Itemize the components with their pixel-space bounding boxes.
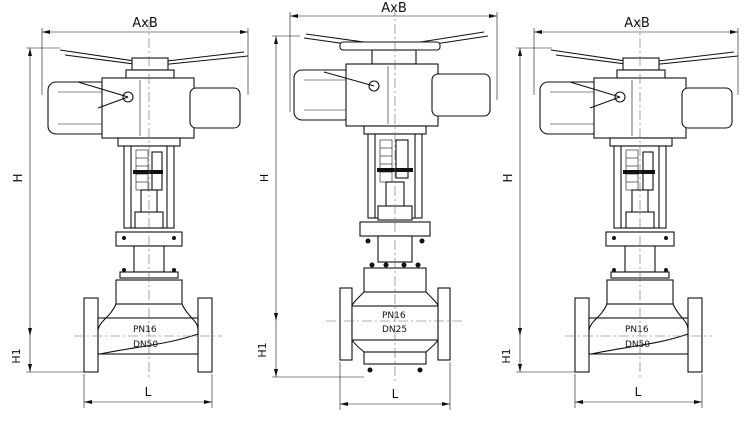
base-height-label: H1 (10, 348, 23, 363)
valve-left: AxB (10, 16, 249, 408)
height-dimension: H (258, 35, 300, 321)
width-dimension: AxB (41, 16, 249, 95)
pressure-mark: PN16 (382, 311, 406, 321)
length-label: L (145, 385, 152, 399)
length-dimension: L (574, 374, 703, 408)
valve-center: AxB (256, 1, 498, 410)
base-height-label: H1 (500, 348, 513, 363)
pressure-mark: PN16 (133, 325, 157, 335)
handwheel (59, 49, 249, 81)
size-mark: DN25 (382, 325, 407, 335)
width-label: AxB (381, 1, 407, 16)
height-dimension: H (501, 47, 552, 336)
height-label: H (501, 173, 515, 182)
handwheel (303, 31, 489, 65)
actuator (539, 77, 733, 147)
width-label: AxB (132, 16, 158, 31)
size-mark: DN50 (625, 340, 650, 350)
valve-body: PN16 DN50 (574, 279, 703, 373)
size-mark: DN50 (133, 340, 158, 350)
height-label: H (11, 173, 25, 182)
width-label: AxB (624, 16, 650, 31)
pressure-mark: PN16 (625, 325, 649, 335)
length-dimension: L (83, 374, 213, 408)
valve-body: PN16 DN50 (83, 279, 213, 373)
base-height-dimension: H1 (500, 336, 575, 373)
width-dimension: AxB (533, 16, 739, 95)
valve-right: AxB (500, 16, 739, 408)
length-dimension: L (339, 362, 451, 410)
length-label: L (392, 387, 399, 401)
actuator (47, 77, 241, 147)
height-label: H (258, 174, 271, 182)
length-label: L (635, 385, 642, 399)
base-height-dimension: H1 (10, 336, 84, 373)
width-dimension: AxB (289, 1, 498, 112)
base-height-label: H1 (256, 342, 269, 357)
base-height-dimension: H1 (256, 321, 364, 378)
handwheel (550, 49, 739, 81)
actuator (293, 63, 491, 135)
height-dimension: H (11, 47, 60, 336)
